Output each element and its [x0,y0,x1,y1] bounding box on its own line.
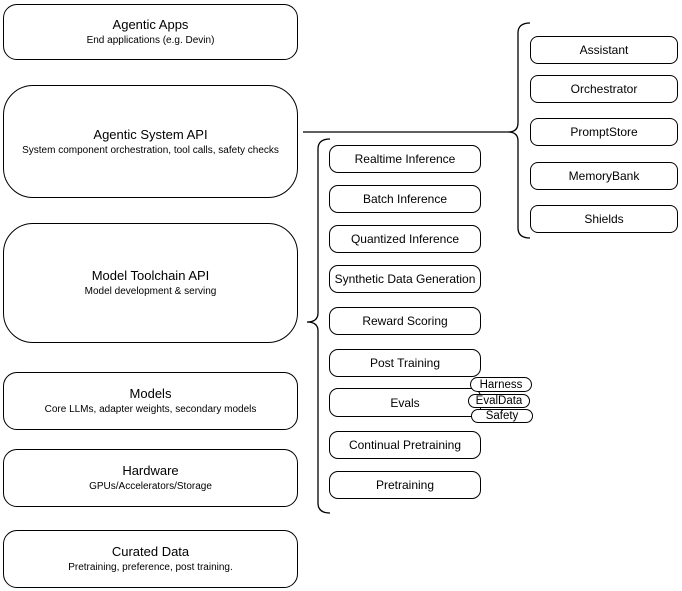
layer-box-agentic-apps: Agentic Apps End applications (e.g. Devi… [3,4,298,60]
eval-tag-label: Harness [479,378,523,391]
layer-title: Agentic System API [93,126,208,142]
eval-tag-label: Safety [485,410,519,422]
toolchain-item-label: Synthetic Data Generation [334,272,476,286]
toolchain-item-label: Continual Pretraining [348,438,462,452]
toolchain-item-batch-inference: Batch Inference [329,185,481,213]
layer-box-hardware: Hardware GPUs/Accelerators/Storage [3,449,298,507]
toolchain-item-continual-pretraining: Continual Pretraining [329,431,481,459]
layer-title: Hardware [122,463,179,478]
toolchain-item-label: Batch Inference [362,192,448,206]
toolchain-item-label: Evals [390,395,420,410]
system-component-label: Shields [584,212,624,226]
layer-title: Curated Data [111,544,190,559]
system-component-label: PromptStore [570,125,638,139]
layer-subtitle: Model development & serving [84,286,217,297]
toolchain-item-evals: Evals [329,388,481,417]
toolchain-item-realtime-inference: Realtime Inference [329,145,481,173]
layer-subtitle: End applications (e.g. Devin) [86,35,215,46]
layer-subtitle: Core LLMs, adapter weights, secondary mo… [44,404,257,415]
toolchain-item-reward-scoring: Reward Scoring [329,307,481,335]
toolchain-item-synthetic-data-generation: Synthetic Data Generation [329,265,481,293]
layer-box-curated-data: Curated Data Pretraining, preference, po… [3,530,298,588]
toolchain-item-label: Pretraining [375,478,435,492]
system-component-assistant: Assistant [530,36,678,64]
system-component-label: Orchestrator [570,82,638,96]
system-component-shields: Shields [530,205,678,233]
eval-tag-label: EvalData [475,395,523,407]
toolchain-brace [306,138,331,514]
system-component-orchestrator: Orchestrator [530,75,678,103]
layer-title: Agentic Apps [112,17,189,32]
layer-title: Model Toolchain API [91,268,210,283]
toolchain-item-post-training: Post Training [329,349,481,377]
eval-tag-safety: Safety [471,409,533,423]
eval-tag-harness: Harness [470,377,532,392]
layer-subtitle: System component orchestration, tool cal… [22,144,279,156]
layer-box-models: Models Core LLMs, adapter weights, secon… [3,372,298,430]
layer-subtitle: GPUs/Accelerators/Storage [89,481,212,492]
system-component-label: MemoryBank [568,169,640,183]
toolchain-item-pretraining: Pretraining [329,471,481,499]
toolchain-item-quantized-inference: Quantized Inference [329,225,481,253]
layer-subtitle: Pretraining, preference, post training. [68,562,233,573]
system-component-label: Assistant [579,43,629,57]
system-component-memorybank: MemoryBank [530,162,678,190]
toolchain-item-label: Post Training [369,356,441,370]
toolchain-item-label: Quantized Inference [350,232,460,246]
layer-box-model-toolchain-api: Model Toolchain API Model development & … [3,223,298,343]
toolchain-item-label: Realtime Inference [354,152,456,166]
system-components-brace [507,22,531,239]
layer-title: Models [129,386,172,401]
eval-tag-evaldata: EvalData [468,394,530,408]
system-component-promptstore: PromptStore [530,118,678,146]
layer-box-agentic-system-api: Agentic System API System component orch… [3,85,298,198]
toolchain-item-label: Reward Scoring [362,314,448,328]
